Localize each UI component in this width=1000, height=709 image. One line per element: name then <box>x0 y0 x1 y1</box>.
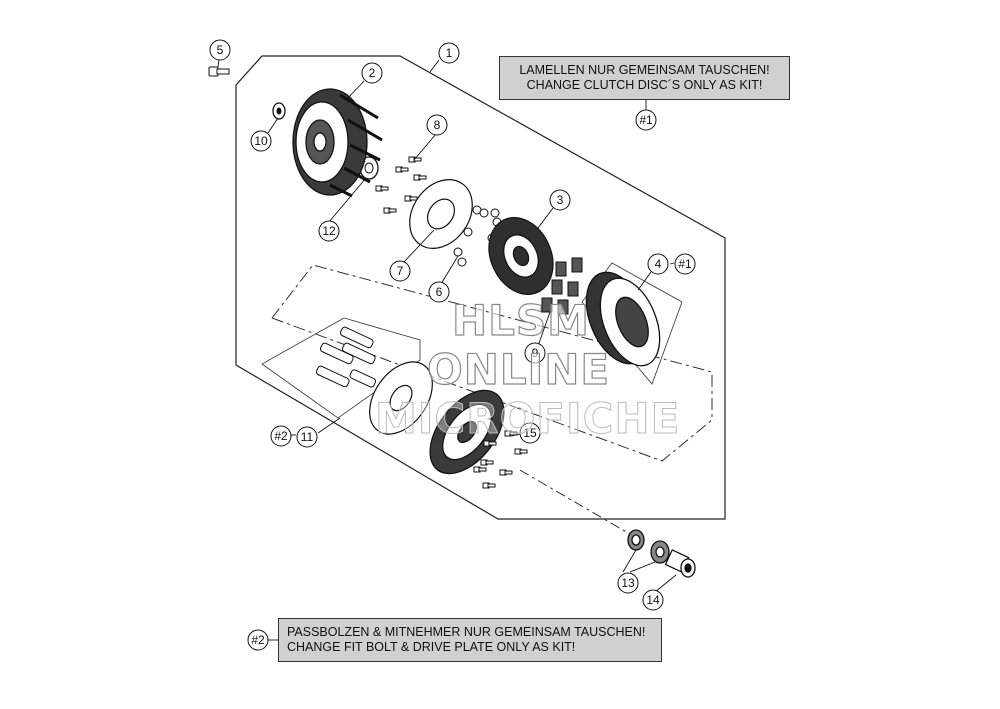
svg-text:3: 3 <box>557 193 564 207</box>
svg-text:10: 10 <box>254 134 268 148</box>
clutch-disc-pack-part-4 <box>585 271 661 367</box>
springs-part-9 <box>541 257 583 315</box>
bushing-part-14 <box>664 549 696 578</box>
svg-text:#2: #2 <box>274 429 288 443</box>
label-part-7: 7 <box>389 260 411 282</box>
label-part-10: 10 <box>250 130 272 152</box>
washer-part-10 <box>272 102 286 120</box>
svg-text:5: 5 <box>217 43 224 57</box>
svg-text:1: 1 <box>446 46 453 60</box>
svg-text:4: 4 <box>655 257 662 271</box>
kit-tag-2-note: #2 <box>247 629 269 651</box>
svg-text:#1: #1 <box>678 257 692 271</box>
kit1-note: LAMELLEN NUR GEMEINSAM TAUSCHEN! CHANGE … <box>499 56 790 100</box>
kit1-note-line1: LAMELLEN NUR GEMEINSAM TAUSCHEN! <box>519 63 770 77</box>
label-part-4: 4 <box>647 253 669 275</box>
label-part-6: 6 <box>428 281 450 303</box>
kit-tag-2-parts: #2 <box>270 425 292 447</box>
bolt-part-5 <box>208 66 230 77</box>
clutch-basket-part-2 <box>292 88 383 198</box>
bearings-part-13 <box>627 529 670 564</box>
kit2-note-line2: CHANGE FIT BOLT & DRIVE PLATE ONLY AS KI… <box>287 640 576 654</box>
kit2-parallelogram <box>261 317 421 419</box>
svg-text:2: 2 <box>369 66 376 80</box>
svg-text:6: 6 <box>436 285 443 299</box>
washer-part-12 <box>359 156 379 180</box>
svg-text:11: 11 <box>301 430 314 444</box>
svg-text:7: 7 <box>397 264 404 278</box>
svg-text:#2: #2 <box>251 633 265 647</box>
label-part-15: 15 <box>519 422 541 444</box>
kit2-note: PASSBOLZEN & MITNEHMER NUR GEMEINSAM TAU… <box>278 618 662 662</box>
leader-lines <box>217 58 677 641</box>
label-part-5: 5 <box>209 39 231 61</box>
svg-text:9: 9 <box>532 346 539 360</box>
axis-line <box>519 469 641 541</box>
label-part-11: 11 <box>296 426 318 448</box>
svg-text:8: 8 <box>434 118 441 132</box>
label-part-1: 1 <box>438 42 460 64</box>
kit1-note-line2: CHANGE CLUTCH DISC´S ONLY AS KIT! <box>526 78 763 92</box>
clutch-hub-part-3 <box>488 216 554 296</box>
kit-tag-1-disc: #1 <box>674 253 696 275</box>
label-part-13: 13 <box>617 572 639 594</box>
assembly-outline <box>235 55 726 520</box>
label-part-14: 14 <box>642 589 664 611</box>
fit-bolts-part-11 <box>315 326 376 388</box>
label-part-3: 3 <box>549 189 571 211</box>
svg-text:13: 13 <box>621 576 635 590</box>
svg-text:#1: #1 <box>639 113 653 127</box>
svg-text:15: 15 <box>523 426 537 440</box>
primary-gear <box>429 389 505 475</box>
label-part-2: 2 <box>361 62 383 84</box>
kit2-note-line1: PASSBOLZEN & MITNEHMER NUR GEMEINSAM TAU… <box>287 625 646 639</box>
label-part-9: 9 <box>524 342 546 364</box>
drive-plate <box>369 361 433 435</box>
svg-text:14: 14 <box>646 593 660 607</box>
kit-tag-1-note: #1 <box>635 109 657 131</box>
pressure-plate-part-7 <box>409 179 473 249</box>
label-part-8: 8 <box>426 114 448 136</box>
svg-text:12: 12 <box>322 224 336 238</box>
bolts-part-15 <box>473 430 528 489</box>
label-part-12: 12 <box>318 220 340 242</box>
